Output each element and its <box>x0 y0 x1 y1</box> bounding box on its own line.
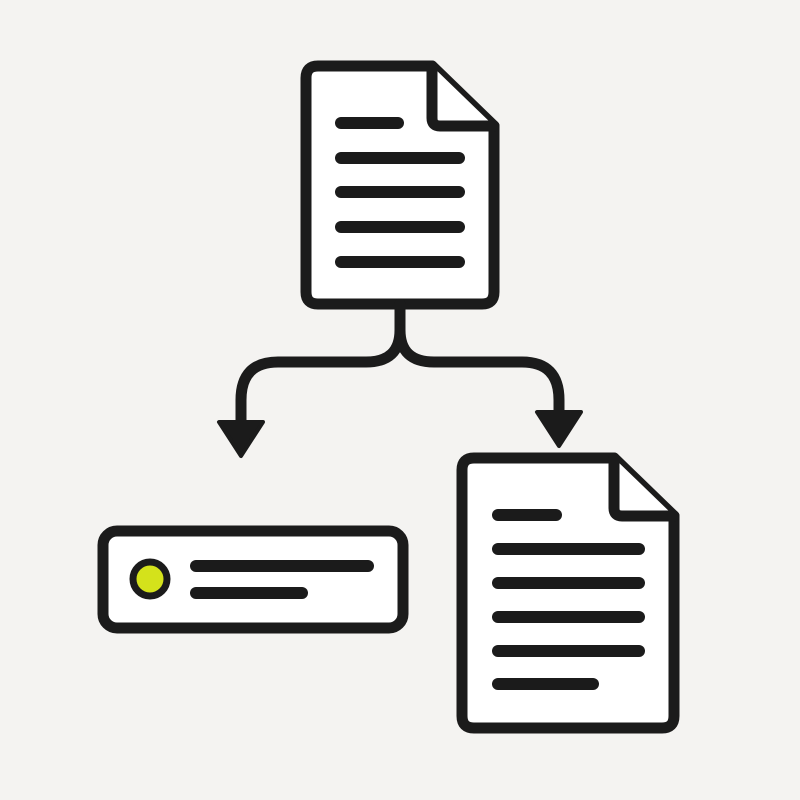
split-arrow-icon <box>217 298 583 458</box>
right-arrowhead-icon <box>535 410 583 448</box>
source-document-lines <box>335 117 465 268</box>
source-document-icon <box>300 60 500 310</box>
output-document-icon <box>456 452 680 734</box>
left-arrowhead-icon <box>217 420 265 458</box>
output-document-lines <box>492 509 645 690</box>
status-dot-icon <box>129 558 171 600</box>
list-item-card-icon <box>97 525 409 634</box>
